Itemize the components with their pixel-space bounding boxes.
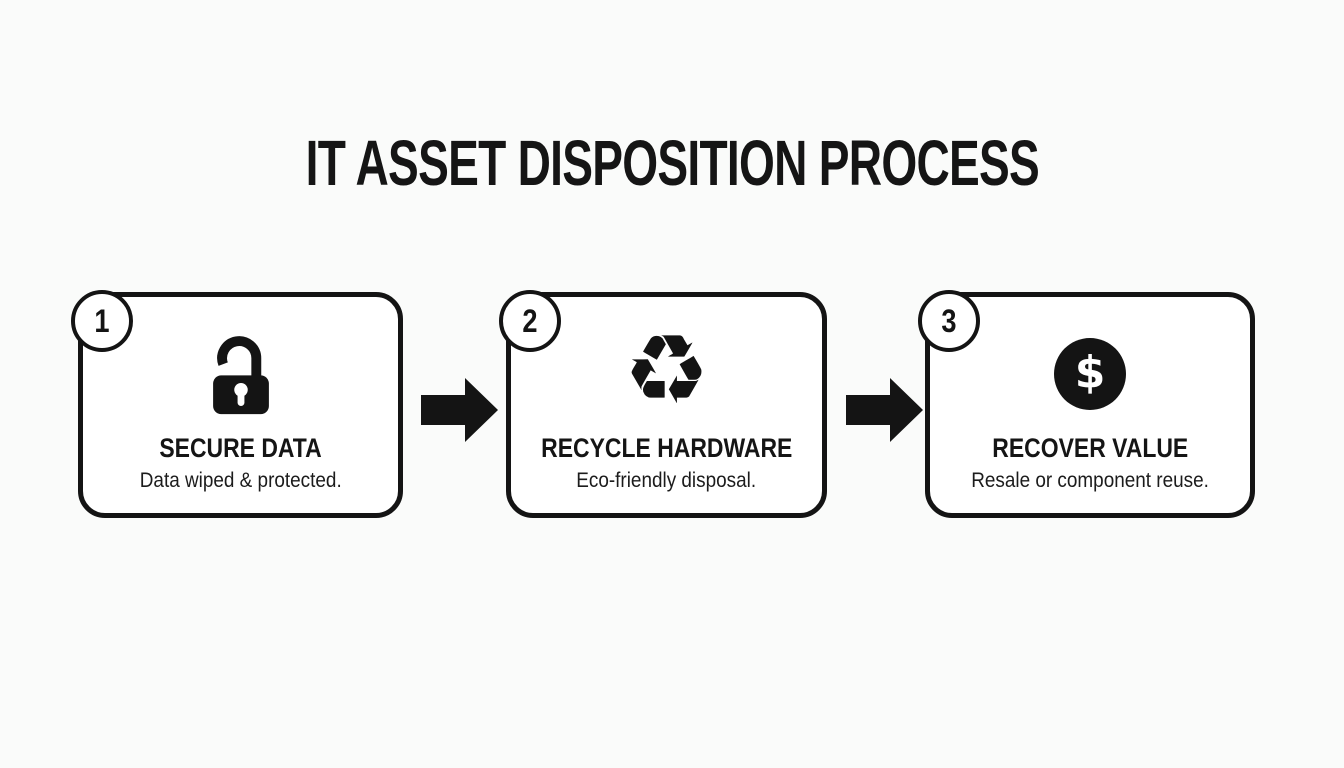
step-heading: SECURE DATA bbox=[145, 433, 336, 464]
step-number-badge: 1 bbox=[71, 290, 133, 352]
page-title-text: IT ASSET DISPOSITION PROCESS bbox=[305, 127, 1039, 199]
step-card-secure-data: 1 SECURE DATA Data wiped & protected. bbox=[71, 290, 403, 518]
step-number: 2 bbox=[522, 302, 538, 339]
recycle-icon: ♻ bbox=[623, 314, 710, 426]
step-subtitle-text: Eco-friendly disposal. bbox=[576, 468, 757, 492]
step-card-recycle-hardware: 2 ♻ RECYCLE HARDWARE Eco-friendly dispos… bbox=[499, 290, 827, 518]
arrow-right-icon bbox=[846, 378, 923, 442]
step-number-badge: 2 bbox=[499, 290, 561, 352]
step-subtitle: Eco-friendly disposal. bbox=[564, 468, 768, 493]
step-heading-text: SECURE DATA bbox=[159, 433, 322, 463]
step-subtitle: Data wiped & protected. bbox=[126, 468, 355, 493]
page-title: IT ASSET DISPOSITION PROCESS bbox=[0, 126, 1344, 200]
step-heading-text: RECOVER VALUE bbox=[992, 433, 1188, 463]
step-number: 1 bbox=[94, 302, 110, 339]
step-icon-zone bbox=[211, 325, 271, 423]
step-number-badge: 3 bbox=[918, 290, 980, 352]
dollar-sign: $ bbox=[1074, 346, 1106, 398]
dollar-coin-icon: $ bbox=[1054, 338, 1126, 410]
step-subtitle-text: Resale or component reuse. bbox=[971, 468, 1209, 492]
unlocked-padlock-icon bbox=[212, 335, 269, 414]
step-card-recover-value: 3 $ RECOVER VALUE Resale or component re… bbox=[918, 290, 1255, 518]
step-icon-zone: $ bbox=[1054, 325, 1126, 423]
step-icon-zone: ♻ bbox=[623, 314, 710, 426]
step-subtitle-text: Data wiped & protected. bbox=[139, 468, 342, 492]
step-heading: RECYCLE HARDWARE bbox=[519, 433, 815, 464]
step-number: 3 bbox=[941, 302, 957, 339]
step-heading-text: RECYCLE HARDWARE bbox=[540, 433, 793, 463]
step-subtitle: Resale or component reuse. bbox=[955, 468, 1225, 493]
step-heading: RECOVER VALUE bbox=[975, 433, 1206, 464]
arrow-right-icon bbox=[421, 378, 498, 442]
